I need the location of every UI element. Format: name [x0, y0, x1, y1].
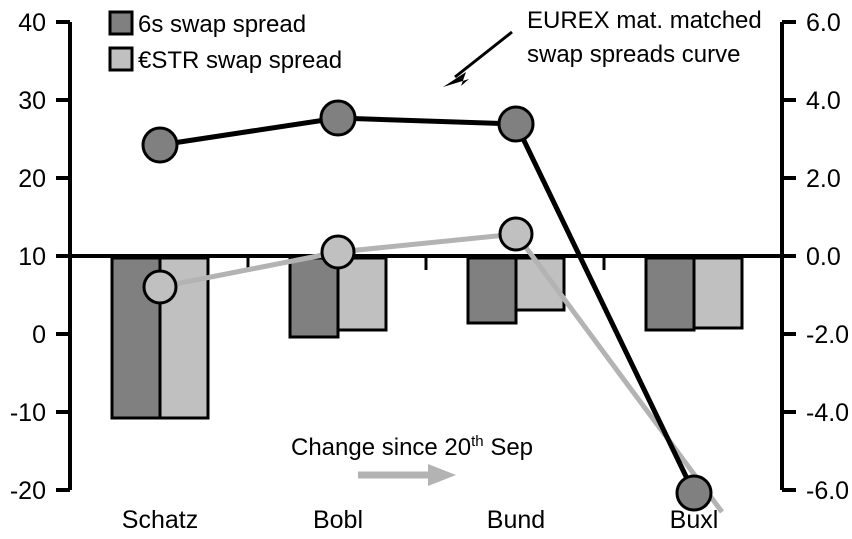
- left-tick-label-3: 10: [18, 243, 46, 271]
- black-marker-bund: [497, 105, 535, 143]
- bar-group-bobl: [288, 256, 388, 339]
- left-tick-label-6: -20: [10, 477, 46, 505]
- change-since-arrow-head: [428, 464, 456, 486]
- bar-group-buxl: [644, 256, 744, 332]
- eurex-curve-annotation: EUREX mat. matched swap spreads curve: [443, 7, 762, 87]
- legend-label-estr-swap-spread: €STR swap spread: [138, 47, 342, 74]
- right-tick-label-2: 2.0: [806, 165, 841, 193]
- change-since-annotation: Change since 20th Sep: [291, 433, 533, 486]
- bar-buxl-6s: [644, 256, 696, 332]
- left-tick-label-1: 30: [18, 87, 46, 115]
- change-since-tail: Sep: [484, 434, 533, 461]
- right-tick-label-1: 4.0: [806, 87, 841, 115]
- black-marker-schatz: [141, 126, 179, 164]
- legend-label-6s-swap-spread: 6s swap spread: [138, 11, 306, 38]
- change-since-superscript: th: [471, 433, 484, 450]
- left-tick-label-2: 20: [18, 165, 46, 193]
- bar-bobl-estr: [336, 256, 388, 332]
- black-marker-bobl: [319, 99, 357, 137]
- category-label-bund: Bund: [487, 506, 545, 534]
- left-tick-label-0: 40: [18, 9, 46, 37]
- bar-bobl-6s: [288, 256, 340, 339]
- gray-change-line: [142, 216, 725, 514]
- right-tick-label-4: -2.0: [806, 321, 849, 349]
- right-tick-label-3: 0.0: [806, 243, 841, 271]
- legend-swatch-estr-swap-spread: [108, 46, 134, 72]
- eurex-annotation-arrow-shaft: [454, 30, 513, 79]
- gray-marker-schatz: [142, 269, 178, 305]
- category-labels: Schatz Bobl Bund Buxl: [122, 506, 719, 534]
- category-label-bobl: Bobl: [313, 506, 363, 534]
- eurex-annotation-line1: EUREX mat. matched: [527, 7, 762, 34]
- bar-bund-6s: [466, 256, 518, 325]
- eurex-swap-spreads-curve: [141, 99, 713, 512]
- eurex-annotation-arrow-head: [443, 72, 469, 87]
- bar-schatz-6s: [110, 256, 162, 420]
- left-tick-label-5: -10: [10, 399, 46, 427]
- legend-swatch-6s-swap-spread: [108, 10, 134, 36]
- left-axis: 40 30 20 10 0 -10 -20: [10, 9, 72, 505]
- gray-marker-bund: [498, 216, 534, 252]
- category-label-schatz: Schatz: [122, 506, 198, 534]
- change-since-label: Change since 20th Sep: [291, 433, 533, 461]
- black-marker-buxl: [675, 474, 713, 512]
- legend: 6s swap spread €STR swap spread: [108, 10, 342, 74]
- right-axis: 6.0 4.0 2.0 0.0 -2.0 -4.0 -6.0: [780, 9, 849, 505]
- category-label-buxl: Buxl: [670, 506, 719, 534]
- gray-marker-bobl: [320, 234, 356, 270]
- left-tick-label-4: 0: [32, 321, 46, 349]
- bar-buxl-estr: [692, 256, 744, 330]
- change-since-main: Change since 20: [291, 434, 471, 461]
- right-tick-label-0: 6.0: [806, 9, 841, 37]
- right-tick-label-5: -4.0: [806, 399, 849, 427]
- eurex-annotation-line2: swap spreads curve: [527, 41, 740, 68]
- bar-group-bund: [466, 256, 566, 325]
- right-tick-label-6: -6.0: [806, 477, 849, 505]
